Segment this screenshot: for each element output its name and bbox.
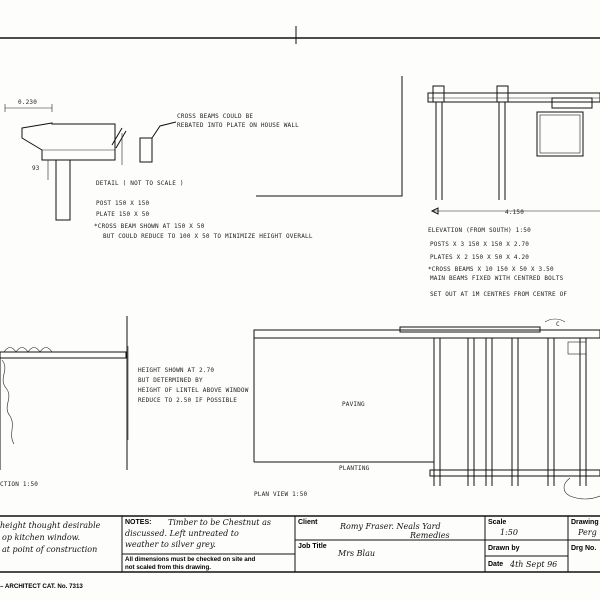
notes-text-3: weather to silver grey. <box>125 540 216 549</box>
detail-height-dim: 93 <box>32 165 40 172</box>
drawn-by-label: Drawn by <box>488 545 520 552</box>
scale-label: Scale <box>488 519 506 526</box>
detail-drawing: 0.230 93 CROSS BEAMS COULD BE REBATED IN… <box>4 99 299 221</box>
elevation-drawing <box>256 76 600 215</box>
drawing-label: Drawing <box>571 519 599 526</box>
architect-catalog-number: – ARCHITECT CAT. No. 7313 <box>0 583 83 590</box>
plan-marker: C <box>556 321 560 328</box>
client-name-1: Romy Fraser. Neals Yard <box>339 522 441 531</box>
elevation-main-beams: MAIN BEAMS FIXED WITH CENTRED BOLTS <box>430 275 564 282</box>
left-note-2: op kitchen window. <box>2 533 80 542</box>
paving-label: PAVING <box>342 401 365 408</box>
cross-beam-note-2: REBATED INTO PLATE ON HOUSE WALL <box>177 122 299 129</box>
section-label: CTION 1:50 <box>0 481 38 488</box>
detail-post-spec: POST 150 X 150 <box>96 200 150 207</box>
drawing-number-label: Drg No. <box>571 545 596 552</box>
plan-drawing: HEIGHT SHOWN AT 2.70 BUT DETERMINED BY H… <box>127 318 600 500</box>
elevation-cross-beams: *CROSS BEAMS X 10 150 X 50 X 3.50 <box>428 266 554 273</box>
elevation-posts: POSTS X 3 150 X 150 X 2.70 <box>430 241 529 248</box>
notes-label: NOTES: <box>125 519 151 526</box>
height-note-2: BUT DETERMINED BY <box>138 377 203 384</box>
job-title: Mrs Blau <box>337 549 375 558</box>
date-label: Date <box>488 561 503 568</box>
detail-cross-beam-spec-2: BUT COULD REDUCE TO 100 X 50 TO MINIMIZE… <box>103 233 313 240</box>
height-note-4: REDUCE TO 2.50 IF POSSIBLE <box>138 397 237 404</box>
detail-cross-beam-spec-1: *CROSS BEAM SHOWN AT 150 X 50 <box>94 223 205 230</box>
detail-title: DETAIL ( NOT TO SCALE ) <box>96 180 184 187</box>
date-value: 4th Sept 96 <box>509 560 557 569</box>
dimensions-note-2: not scaled from this drawing. <box>125 564 211 571</box>
section-drawing <box>0 316 128 470</box>
left-note-3: at point of construction <box>2 545 97 554</box>
elevation-width-dim: 4.150 <box>505 209 524 216</box>
dimensions-note-1: All dimensions must be checked on site a… <box>125 556 256 563</box>
drawing-value: Perg <box>577 528 597 537</box>
elevation-set-out: SET OUT AT 1M CENTRES FROM CENTRE OF <box>430 291 567 298</box>
left-note-1: height thought desirable <box>0 521 101 530</box>
title-block <box>0 515 600 573</box>
detail-plate-spec: PLATE 150 X 50 <box>96 211 150 218</box>
planting-label: PLANTING <box>339 465 370 472</box>
plan-view-label: PLAN VIEW 1:50 <box>254 491 308 498</box>
elevation-title: ELEVATION (FROM SOUTH) 1:50 <box>428 227 531 234</box>
job-title-label: Job Title <box>298 543 327 550</box>
height-note-3: HEIGHT OF LINTEL ABOVE WINDOW <box>138 387 249 394</box>
notes-text-2: discussed. Left untreated to <box>125 529 239 538</box>
scale-value: 1:50 <box>500 528 518 537</box>
client-name-2: Remedies <box>409 531 450 540</box>
height-note-1: HEIGHT SHOWN AT 2.70 <box>138 367 214 374</box>
client-label: Client <box>298 519 318 526</box>
elevation-plates: PLATES X 2 150 X 50 X 4.20 <box>430 254 529 261</box>
notes-text-1: Timber to be Chestnut as <box>168 518 271 527</box>
detail-width-dim: 0.230 <box>18 99 37 106</box>
cross-beam-note-1: CROSS BEAMS COULD BE <box>177 113 253 120</box>
